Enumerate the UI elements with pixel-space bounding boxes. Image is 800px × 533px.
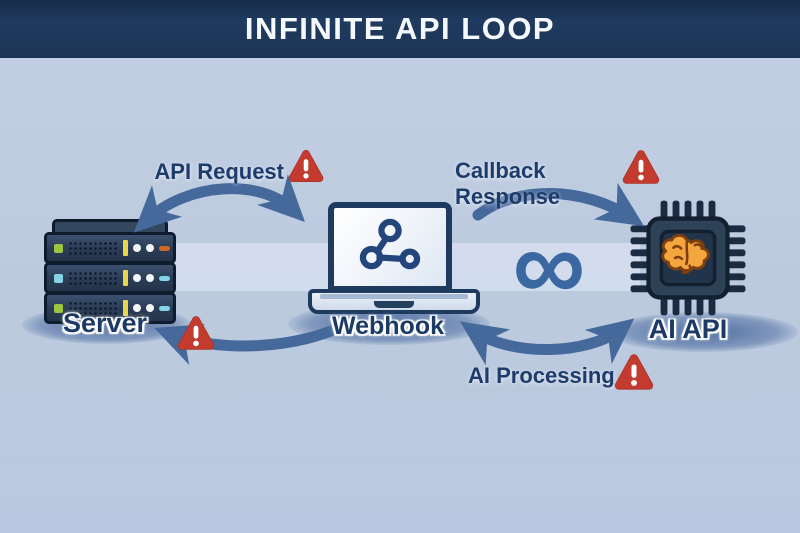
edge-label-callback-response: Callback Response [455,158,561,209]
server-unit [44,232,176,264]
laptop-screen [328,202,452,292]
vent-grid [68,270,118,286]
chip-pins [630,200,746,316]
indicator-dash [159,275,170,281]
ai-api-label: AI API [648,314,728,344]
ai-api-shadow [608,312,798,352]
vent-grid [68,240,118,256]
indicator-bar [123,240,128,256]
arrow-server-webhook [133,174,305,233]
indicator-dot [133,304,141,312]
led-icon [54,273,63,283]
indicator-bar [123,270,128,286]
arrow-ai-api-webhook-return [460,318,635,366]
indicator-dash [159,245,170,251]
warning-icon-ai-processing [612,351,656,393]
webhook-logo-icon [359,218,421,270]
infinity-icon: ∞ [512,208,586,322]
indicator-dot [133,244,141,252]
indicator-dot [146,304,154,312]
laptop-base [308,289,480,314]
edge-label-ai-processing: AI Processing [468,363,615,388]
vent-grid [68,300,118,316]
page-title: INFINITE API LOOP [244,11,556,46]
server-unit [44,262,176,294]
indicator-dot [133,274,141,282]
warning-icon-server-return [175,313,217,353]
led-icon [54,303,63,313]
webhook-label: Webhook [331,312,445,340]
trackpad-notch [374,301,414,308]
indicator-dot [146,274,154,282]
led-icon [54,243,63,253]
keyboard-strip [320,294,468,299]
laptop-icon [308,202,480,314]
server-label: Server [62,308,148,338]
ai-chip-icon [630,200,746,316]
indicator-dot [146,244,154,252]
brain-icon [661,233,710,275]
indicator-bar [123,300,128,316]
edge-label-api-request: API Request [154,159,284,184]
indicator-dash [159,305,170,311]
warning-icon-api-request [286,147,326,185]
server-unit [44,292,176,324]
warning-icon-callback-response [620,147,662,187]
title-bar: INFINITE API LOOP [0,0,800,58]
